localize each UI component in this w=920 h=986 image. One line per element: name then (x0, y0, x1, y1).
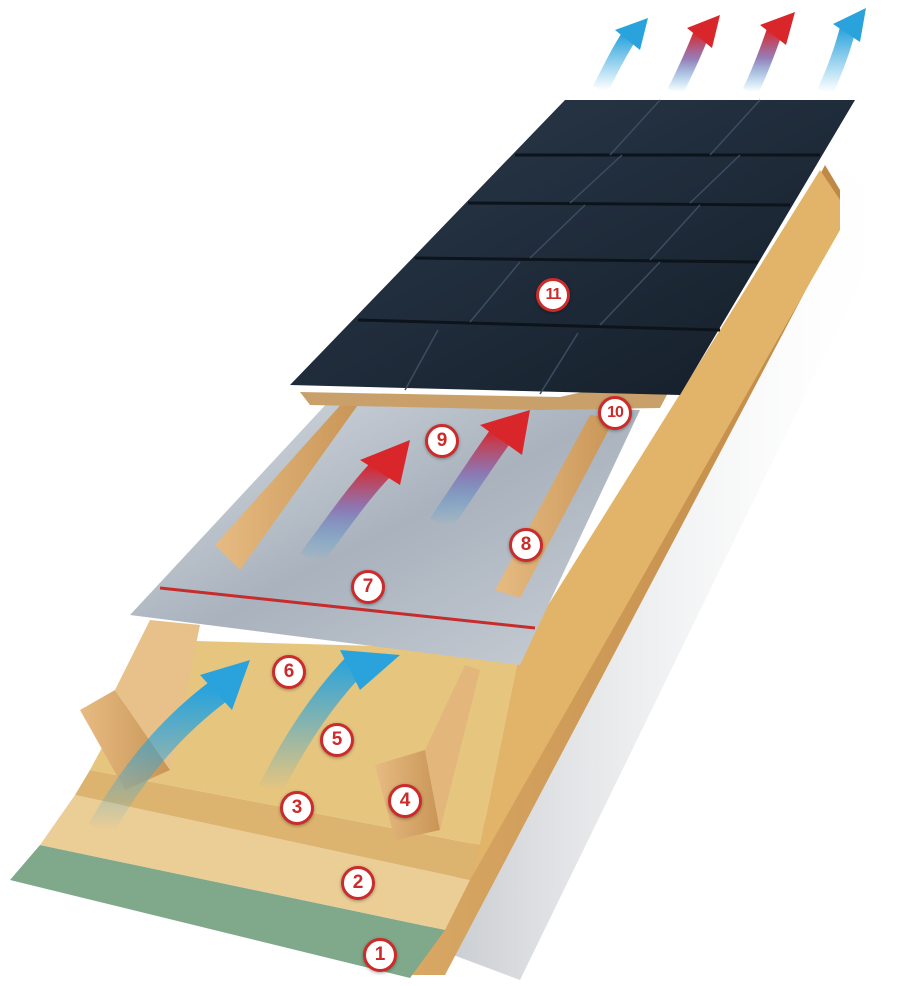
roof-tiles (290, 99, 855, 395)
membrane-tape-line (159, 586, 536, 630)
cold-air-arrow-2 (259, 650, 400, 796)
tile-batten (300, 370, 680, 410)
warm-air-arrow-1 (300, 440, 410, 568)
top-air-arrow-4 (817, 8, 866, 96)
layer-badge-7: 7 (351, 570, 385, 604)
cold-air-arrow-1 (88, 660, 250, 837)
rafter-right-top (425, 665, 480, 830)
top-air-arrow-3 (742, 12, 795, 96)
top-air-arrow-2 (667, 15, 720, 96)
layer-badge-10: 10 (598, 396, 632, 430)
layer-badge-8: 8 (509, 528, 543, 562)
layer-badge-11: 11 (536, 278, 570, 312)
plasterboard-layer (10, 845, 445, 978)
warm-air-arrow-2 (430, 410, 530, 532)
insulation-side-slab (470, 170, 840, 880)
top-air-arrow-1 (592, 18, 648, 94)
layer-badge-2: 2 (341, 866, 375, 900)
layer-badge-5: 5 (320, 723, 354, 757)
layer-badge-1: 1 (363, 938, 397, 972)
layer-badge-4: 4 (388, 784, 422, 818)
counter-batten-left (215, 400, 360, 570)
layer-badge-9: 9 (425, 424, 459, 458)
layer-badge-6: 6 (272, 655, 306, 689)
layer-badge-3: 3 (280, 791, 314, 825)
rafter-left-top (115, 620, 200, 770)
cast-shadow (440, 165, 900, 980)
insulation-layer-lower (75, 770, 480, 880)
